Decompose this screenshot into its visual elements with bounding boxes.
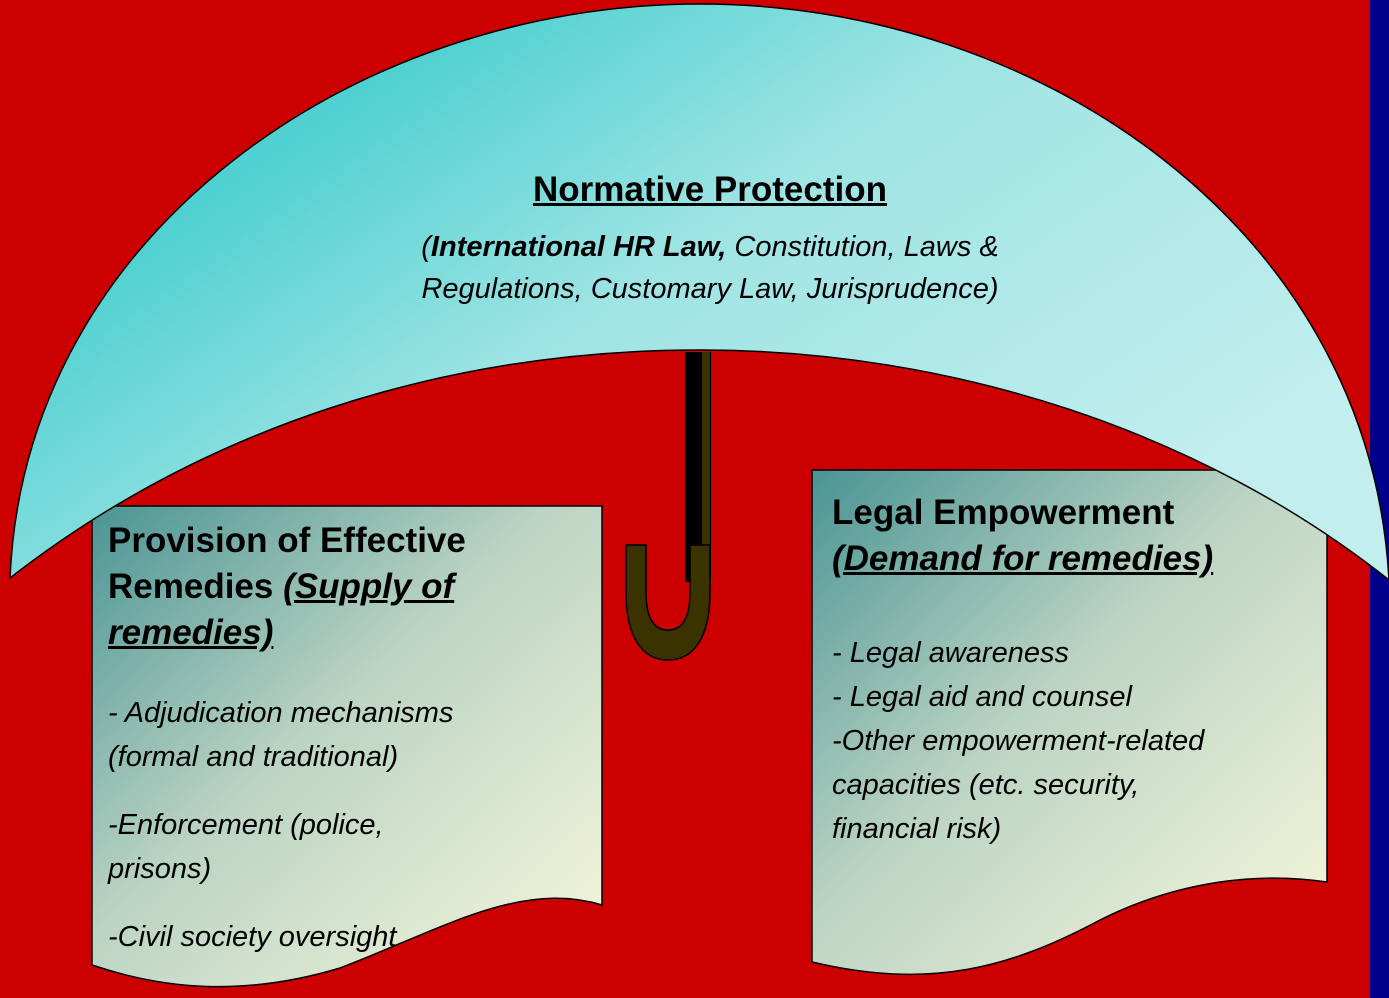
canopy-subtitle-line2: Regulations, Customary Law, Jurisprudenc…: [421, 273, 999, 305]
left-item-formal-traditional: (formal and traditional): [108, 741, 399, 773]
right-item-capacities: capacities (etc. security,: [832, 769, 1140, 801]
right-item-legal-aid: - Legal aid and counsel: [832, 681, 1132, 713]
right-box-heading: Legal Empowerment (Demand for remedies): [832, 490, 1322, 582]
canopy-subtitle-bold: International HR Law,: [430, 231, 727, 263]
right-heading-line1: Legal Empowerment: [832, 493, 1175, 532]
right-item-financial-risk: financial risk): [832, 813, 1002, 845]
left-item-enforcement: -Enforcement (police,: [108, 809, 384, 841]
umbrella-canopy: [9, 3, 1389, 581]
right-box-shape: [811, 469, 1328, 976]
left-heading-line3-underlined: remedies): [108, 613, 274, 652]
left-item-civil-society: -Civil society oversight: [108, 921, 397, 953]
canopy-subtitle-rest: Constitution, Laws &: [726, 231, 999, 263]
right-item-other-empowerment: -Other empowerment-related: [832, 725, 1205, 757]
right-heading-line2-underlined: (Demand for remedies): [832, 539, 1214, 578]
left-item-prisons: prisons): [108, 853, 212, 885]
left-box-shape: [91, 505, 603, 988]
umbrella-handle-hook: [625, 544, 711, 661]
left-box-heading: Provision of Effective Remedies (Supply …: [108, 518, 588, 656]
canopy-subtitle: (International HR Law, Constitution, Law…: [300, 226, 1120, 310]
canopy-subtitle-open: (: [421, 231, 431, 263]
left-item-adjudication: - Adjudication mechanisms: [108, 697, 454, 729]
canopy-title: Normative Protection: [533, 170, 887, 209]
left-heading-line1: Provision of Effective: [108, 521, 466, 560]
left-heading-line2-underlined: (Supply of: [283, 567, 455, 606]
right-item-legal-awareness: - Legal awareness: [832, 637, 1069, 669]
left-heading-line2-plain: Remedies: [108, 567, 284, 606]
